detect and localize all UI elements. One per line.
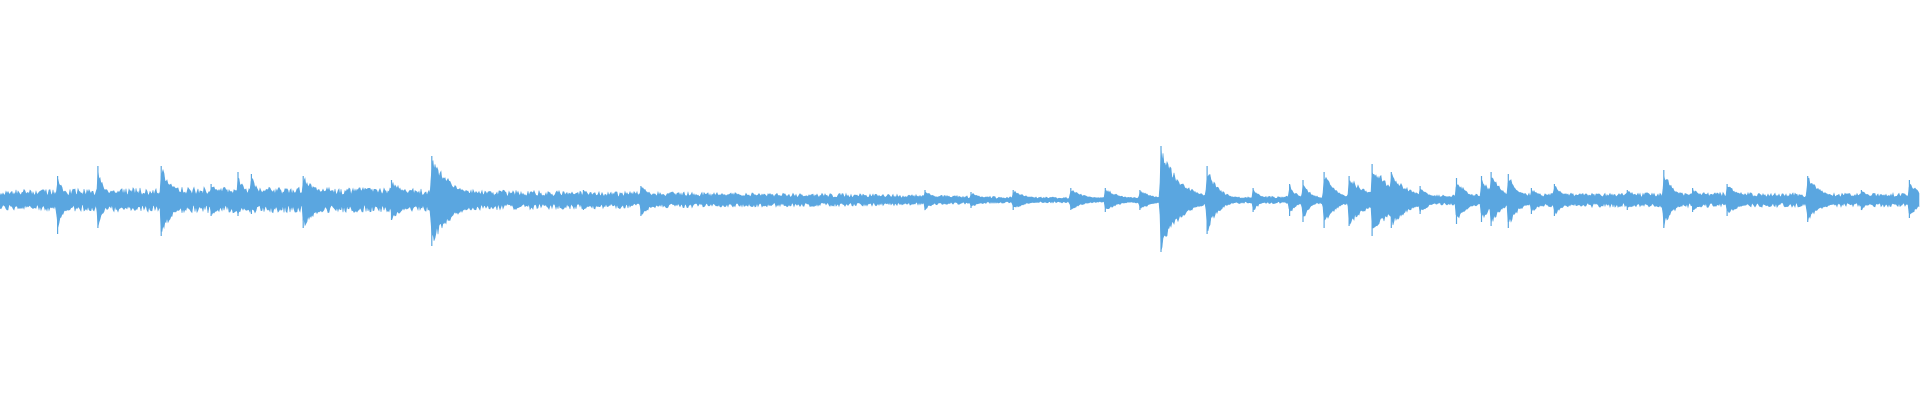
waveform-amplitude-envelope bbox=[0, 146, 1920, 251]
waveform-trace bbox=[0, 146, 1920, 252]
